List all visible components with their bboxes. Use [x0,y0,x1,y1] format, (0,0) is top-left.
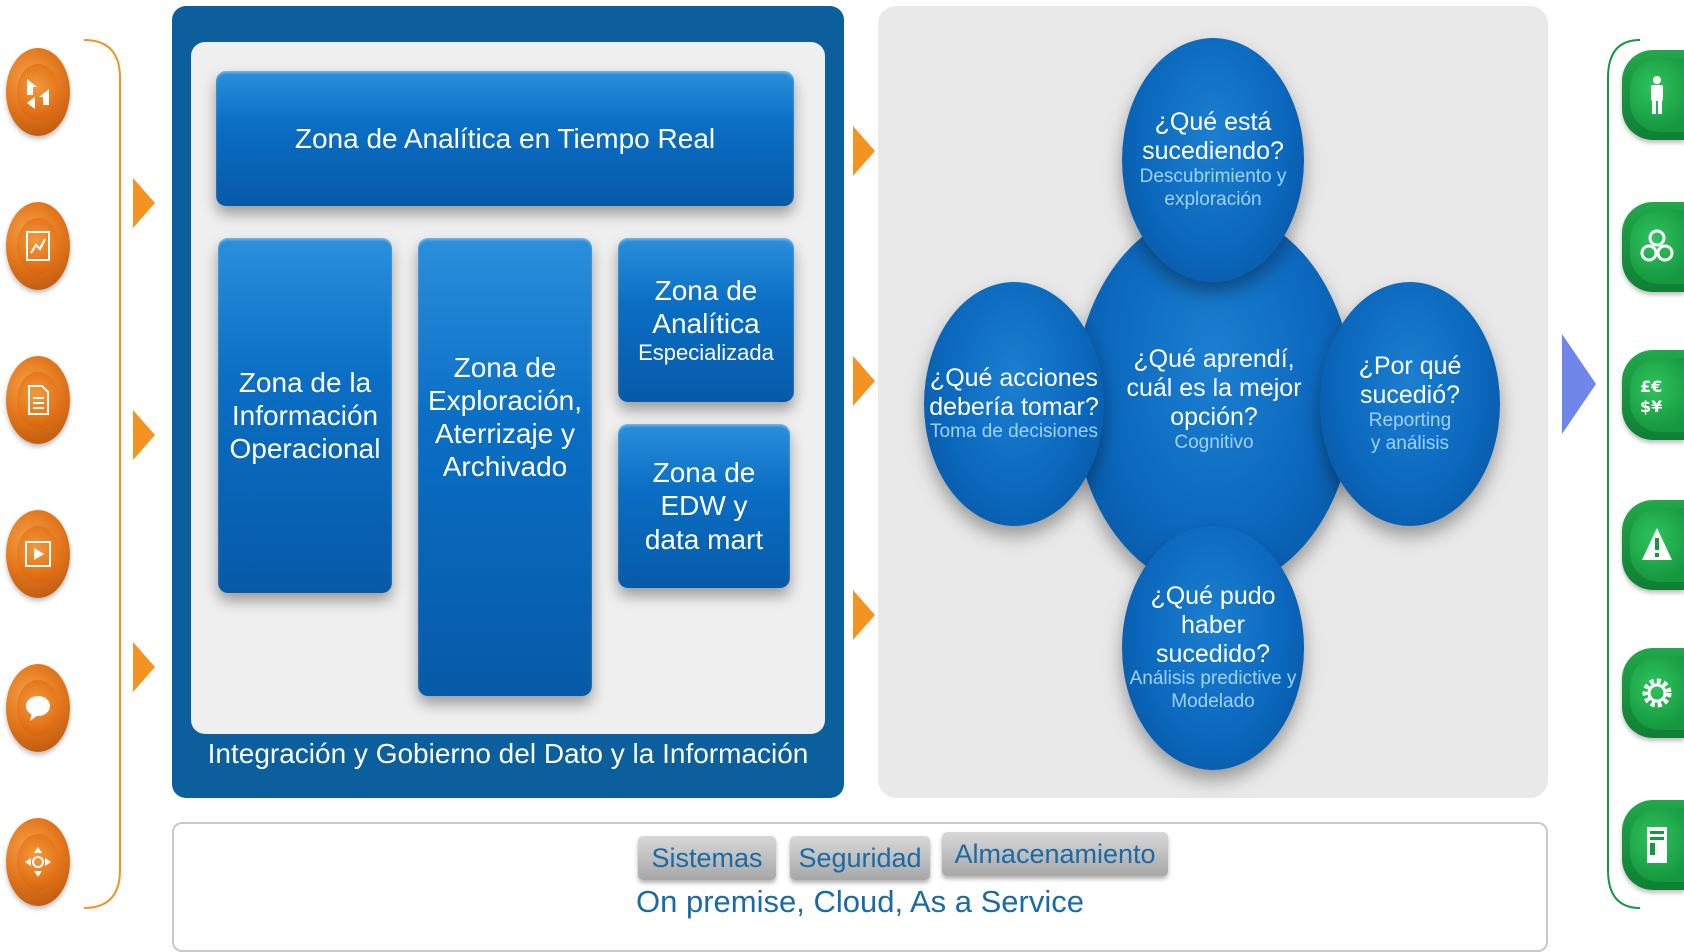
right-question: ¿Por qué [1358,352,1462,381]
bottom-sub: Modelado [1171,691,1255,713]
specialized-zone-sub: Especializada [638,340,774,366]
chat-bubble-icon [6,664,70,752]
deployment-label: On premise, Cloud, As a Service [636,884,1084,919]
top-sub: Descubrimiento y [1139,165,1287,187]
flow-arrow [133,178,155,228]
left-question: debería tomar? [929,392,1099,421]
exploration-zone-line: Archivado [442,451,568,483]
person-icon [1622,50,1684,140]
operational-zone-line: Operacional [229,433,381,465]
realtime-zone-label: Zona de Analítica en Tiempo Real [294,122,716,154]
bottom-question: ¿Qué pudo [1150,582,1276,611]
operational-zone: Zona de la Información Operacional [218,238,392,593]
arrows-converge-icon [6,48,70,136]
currency-icon: £€$¥ [1622,350,1684,440]
flow-arrow [853,590,875,640]
operational-zone-line: Zona de la [238,366,372,398]
exploration-zone-line: Zona de [453,351,557,383]
specialized-zone-line: Zona de [654,274,758,306]
center-question: ¿Qué aprendí, [1133,345,1295,374]
top-question: ¿Qué está [1154,108,1272,137]
top-sub: exploración [1164,188,1262,210]
left-bracket [83,39,121,909]
svg-text:$¥: $¥ [1640,397,1662,416]
top-question: sucediendo? [1142,137,1284,166]
operational-zone-line: Información [231,399,379,431]
edw-datamart-zone: Zona de EDW y data mart [618,424,790,588]
left-sub: Toma de decisiones [930,421,1098,443]
warning-icon [1622,500,1684,590]
right-bracket [1607,39,1641,909]
document-chart-icon [6,202,70,290]
gear-icon [1622,648,1684,738]
bottom-sub: Análisis predictive y [1129,668,1297,690]
exploration-zone-line: Aterrizaje y [434,418,576,449]
network-icon [6,818,70,906]
exploration-zone: Zona de Exploración, Aterrizaje y Archiv… [418,238,592,696]
edw-zone-line: data mart [644,523,764,555]
specialized-analytics-zone: Zona de Analítica Especializada [618,238,794,402]
specialized-zone-line: Analítica [652,308,760,340]
video-icon [6,510,70,598]
security-pill: Seguridad [790,836,930,880]
flow-arrow [853,356,875,406]
svg-text:£€: £€ [1640,377,1662,396]
storage-pill: Almacenamiento [942,832,1168,876]
right-question: sucedió? [1359,381,1461,410]
document-icon [6,356,70,444]
exploration-zone-line: Exploración, [427,384,583,416]
flow-arrow [853,126,875,176]
right-sub: y análisis [1370,432,1450,454]
flow-arrow [133,410,155,460]
edw-zone-line: EDW y [660,490,748,522]
left-question: ¿Qué acciones [929,363,1099,392]
center-question: cuál es la mejor [1126,374,1302,403]
right-sub: Reporting [1368,409,1452,431]
center-sub: Cognitivo [1174,431,1254,453]
systems-pill: Sistemas [638,836,776,880]
flow-arrow [133,642,155,692]
bottom-question: haber [1181,610,1245,639]
center-question: opción? [1170,402,1258,431]
edw-zone-line: Zona de [652,457,756,489]
realtime-analytics-zone: Zona de Analítica en Tiempo Real [216,71,794,206]
output-arrow [1562,334,1596,434]
server-icon [1622,800,1684,890]
governance-label: Integración y Gobierno del Dato y la Inf… [207,738,809,769]
molecule-icon [1622,202,1684,292]
bottom-question: sucedido? [1156,639,1270,668]
